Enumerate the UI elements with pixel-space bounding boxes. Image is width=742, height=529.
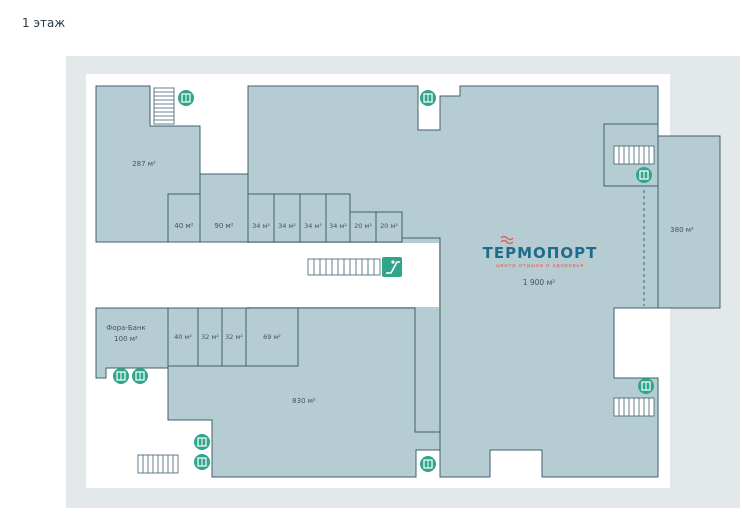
stairs-icon	[307, 258, 381, 276]
room-label-34c: 34 м²	[304, 222, 322, 230]
stairs-icon	[613, 397, 655, 417]
room-label-20a: 20 м²	[354, 222, 372, 230]
room-label-287: 287 м²	[132, 160, 156, 168]
room-label-32a: 32 м²	[201, 333, 219, 341]
escalator-icon[interactable]	[382, 257, 402, 277]
stairs-icon	[137, 454, 179, 474]
room-34b[interactable]	[273, 193, 301, 243]
floor-title: 1 этаж	[22, 16, 66, 30]
elevator-icon[interactable]	[420, 456, 436, 472]
elevator-icon[interactable]	[194, 454, 210, 470]
elevator-icon[interactable]	[194, 434, 210, 450]
room-34c[interactable]	[299, 193, 327, 243]
room-label-90: 90 м²	[214, 222, 233, 230]
room-label-34d: 34 м²	[329, 222, 347, 230]
room-label-1900: 1 900 м²	[523, 278, 556, 287]
room-label-bank: 100 м²	[114, 335, 138, 343]
elevator-icon[interactable]	[638, 378, 654, 394]
room-90[interactable]	[199, 173, 249, 243]
elevator-icon[interactable]	[132, 368, 148, 384]
room-label-69: 69 м²	[263, 333, 281, 341]
room-380[interactable]	[657, 135, 721, 309]
termoport-logo: ТЕРМОПОРТ центр отдыха и здоровья	[483, 235, 598, 269]
room-34a[interactable]	[247, 193, 275, 243]
stairs-icon	[613, 145, 655, 165]
elevator-icon[interactable]	[178, 90, 194, 106]
room-label-34b: 34 м²	[278, 222, 296, 230]
brand-name: ТЕРМОПОРТ	[483, 244, 598, 262]
elevator-icon[interactable]	[636, 167, 652, 183]
room-label-20b: 20 м²	[380, 222, 398, 230]
room-label-34a: 34 м²	[252, 222, 270, 230]
room-label-40a: 40 м²	[174, 222, 193, 230]
stairs-icon	[153, 87, 175, 125]
room-label-32b: 32 м²	[225, 333, 243, 341]
room-40a[interactable]	[167, 193, 201, 243]
elevator-icon[interactable]	[113, 368, 129, 384]
room-label-380: 380 м²	[670, 226, 694, 234]
room-69[interactable]	[245, 307, 299, 367]
room-40b[interactable]	[167, 307, 199, 367]
bank-name: Фора-Банк	[106, 324, 145, 332]
room-20b[interactable]	[375, 211, 403, 243]
room-34d[interactable]	[325, 193, 351, 243]
room-fora-bank[interactable]	[95, 307, 169, 379]
brand-tagline: центр отдыха и здоровья	[496, 263, 584, 269]
elevator-icon[interactable]	[420, 90, 436, 106]
room-label-40b: 40 м²	[174, 333, 192, 341]
room-label-830: 830 м²	[292, 397, 316, 405]
room-32a[interactable]	[197, 307, 223, 367]
